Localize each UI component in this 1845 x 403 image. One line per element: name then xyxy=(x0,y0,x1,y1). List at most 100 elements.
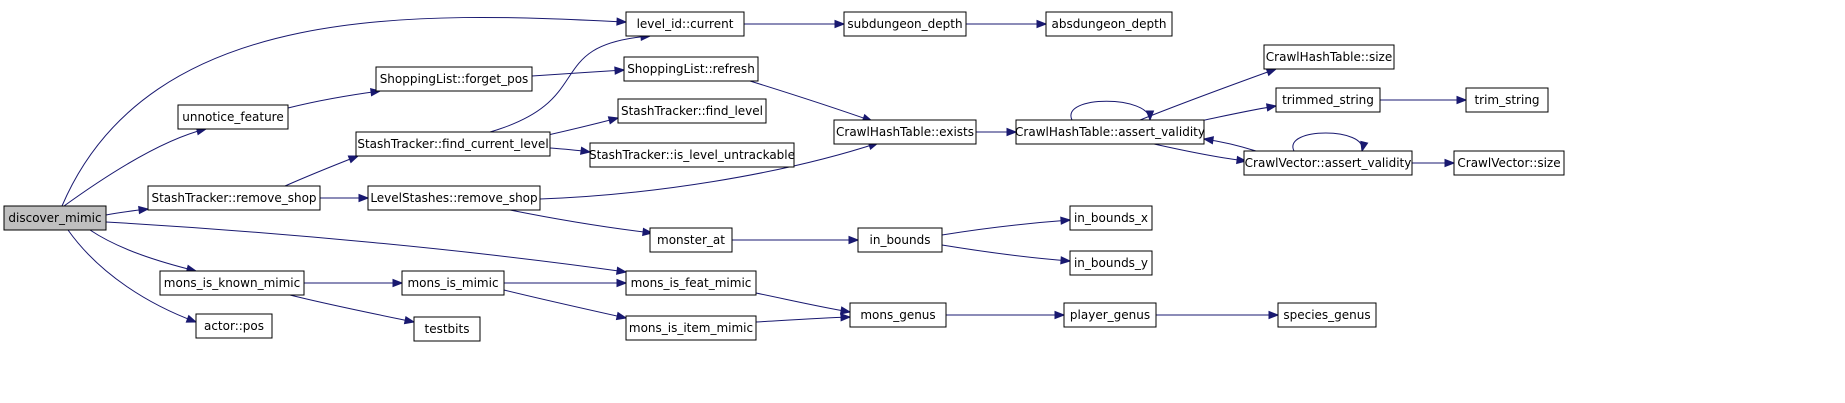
edge-mons_is_feat_mimic-to-mons_genus xyxy=(755,292,852,315)
edge-in_bounds-to-in_bounds_y xyxy=(941,244,1072,265)
node-in-bounds[interactable]: in_bounds xyxy=(857,227,943,253)
node-crawlhashtable-size[interactable]: CrawlHashTable::size xyxy=(1263,44,1395,70)
edge-arrowhead xyxy=(839,306,852,315)
node-testbits[interactable]: testbits xyxy=(413,316,481,342)
edge-unnotice_feature-to-shopping_forget_pos xyxy=(287,88,382,109)
node-box xyxy=(1277,302,1377,328)
node-crawlhashtable-assert-validity[interactable]: CrawlHashTable::assert_validity xyxy=(1015,119,1205,145)
edge-crawlhashtable_assert_validity-to-crawlhashtable_size xyxy=(1139,68,1278,121)
node-label: mons_genus xyxy=(860,308,935,322)
node-trim-string[interactable]: trim_string xyxy=(1465,87,1549,113)
edge-arrowhead xyxy=(1036,19,1048,29)
node-mons-is-mimic[interactable]: mons_is_mimic xyxy=(401,270,505,296)
edge-line xyxy=(755,292,851,313)
edge-crawlvector_assert_validity-to-crawlvector_size xyxy=(1412,158,1456,168)
node-actor-pos[interactable]: actor::pos xyxy=(195,313,273,339)
node-shopping-refresh[interactable]: ShoppingList::refresh xyxy=(623,56,759,82)
node-in-bounds-y[interactable]: in_bounds_y xyxy=(1069,250,1153,276)
node-label: mons_is_known_mimic xyxy=(164,276,300,290)
node-label: StashTracker::is_level_untrackable xyxy=(589,148,795,162)
node-box xyxy=(1243,150,1413,176)
node-trimmed-string[interactable]: trimmed_string xyxy=(1275,87,1381,113)
node-crawlvector-assert-validity[interactable]: CrawlVector::assert_validity xyxy=(1243,150,1413,176)
node-box xyxy=(413,316,481,342)
node-levelstashes-remove-shop[interactable]: LevelStashes::remove_shop xyxy=(367,185,541,211)
node-box xyxy=(147,185,321,211)
node-label: subdungeon_depth xyxy=(847,17,962,31)
node-mons-genus[interactable]: mons_genus xyxy=(849,302,947,328)
edge-stash_remove_shop-to-levelstashes_remove_shop xyxy=(319,193,370,203)
node-mons-is-feat-mimic[interactable]: mons_is_feat_mimic xyxy=(625,270,757,296)
edge-crawlvector_assert_validity-to-crawlhashtable_assert_validity xyxy=(1202,136,1257,152)
node-crawlvector-size[interactable]: CrawlVector::size xyxy=(1453,150,1565,176)
node-box xyxy=(195,313,273,339)
edge-line xyxy=(289,294,415,323)
edge-arrowhead xyxy=(1202,136,1215,145)
node-species-genus[interactable]: species_genus xyxy=(1277,302,1377,328)
node-label: LevelStashes::remove_shop xyxy=(370,191,537,205)
node-box xyxy=(159,270,305,296)
edge-arrowhead xyxy=(834,19,846,29)
edge-mons_is_known_mimic-to-mons_is_mimic xyxy=(303,278,404,288)
node-box xyxy=(1263,44,1395,70)
node-box xyxy=(625,270,757,296)
node-box xyxy=(177,104,289,130)
call-graph-edges xyxy=(61,16,1468,325)
node-stash-find-current-level[interactable]: StashTracker::find_current_level xyxy=(355,131,551,157)
node-absdungeon-depth[interactable]: absdungeon_depth xyxy=(1045,11,1173,37)
node-level-id-current[interactable]: level_id::current xyxy=(625,11,745,37)
edge-arrowhead xyxy=(392,278,404,288)
edge-arrowhead xyxy=(642,227,654,237)
edge-in_bounds-to-in_bounds_x xyxy=(941,216,1072,236)
edge-line xyxy=(67,229,197,323)
edge-mons_is_mimic-to-mons_is_feat_mimic xyxy=(503,278,628,288)
node-shopping-forget-pos[interactable]: ShoppingList::forget_pos xyxy=(375,66,533,92)
edge-arrowhead xyxy=(579,146,592,155)
edge-monster_at-to-in_bounds xyxy=(732,235,860,245)
node-mons-is-known-mimic[interactable]: mons_is_known_mimic xyxy=(159,270,305,296)
edge-mons_genus-to-player_genus xyxy=(946,310,1066,320)
node-label: ShoppingList::refresh xyxy=(627,62,755,76)
node-label: in_bounds_x xyxy=(1074,211,1148,225)
node-box xyxy=(375,66,533,92)
node-subdungeon-depth[interactable]: subdungeon_depth xyxy=(843,11,967,37)
node-box xyxy=(1069,205,1153,231)
node-box xyxy=(1069,250,1153,276)
edge-arrowhead xyxy=(347,155,360,164)
node-box xyxy=(833,119,977,145)
edge-arrowhead xyxy=(616,266,628,275)
node-mons-is-item-mimic[interactable]: mons_is_item_mimic xyxy=(625,315,757,341)
node-in-bounds-x[interactable]: in_bounds_x xyxy=(1069,205,1153,231)
node-label: StashTracker::find_current_level xyxy=(357,137,548,151)
edge-arrowhead xyxy=(848,235,860,245)
edge-line xyxy=(284,155,359,187)
edge-arrowhead xyxy=(1060,256,1072,265)
node-stash-remove-shop[interactable]: StashTracker::remove_shop xyxy=(147,185,321,211)
edge-arrowhead xyxy=(614,66,626,75)
node-crawlhashtable-exists[interactable]: CrawlHashTable::exists xyxy=(833,119,977,145)
edge-line xyxy=(539,142,879,200)
call-graph-nodes: discover_mimicunnotice_featureStashTrack… xyxy=(3,11,1565,342)
node-monster-at[interactable]: monster_at xyxy=(649,227,733,253)
edge-crawlvector_assert_validity-to-crawlvector_assert_validity xyxy=(1292,132,1369,153)
node-stash-is-level-untrackable[interactable]: StashTracker::is_level_untrackable xyxy=(589,142,795,168)
edge-crawlhashtable_assert_validity-to-crawlvector_assert_validity xyxy=(1153,143,1248,165)
edge-mons_is_mimic-to-mons_is_item_mimic xyxy=(503,289,628,321)
node-label: CrawlHashTable::size xyxy=(1266,50,1392,64)
edge-arrowhead xyxy=(1265,68,1278,77)
node-unnotice-feature[interactable]: unnotice_feature xyxy=(177,104,289,130)
node-discover-mimic[interactable]: discover_mimic xyxy=(3,205,107,231)
node-box xyxy=(857,227,943,253)
node-stash-find-level[interactable]: StashTracker::find_level xyxy=(617,98,767,124)
edge-discover_mimic-to-level_id_current xyxy=(61,16,628,207)
node-label: player_genus xyxy=(1070,308,1150,322)
edge-arrowhead xyxy=(1444,158,1456,168)
edge-line xyxy=(749,80,873,122)
edge-line xyxy=(941,219,1071,236)
edge-stash_find_current_level-to-stash_find_level xyxy=(547,116,620,136)
node-label: testbits xyxy=(425,322,470,336)
edge-line xyxy=(1292,132,1363,152)
node-label: in_bounds xyxy=(870,233,931,247)
node-player-genus[interactable]: player_genus xyxy=(1063,302,1157,328)
